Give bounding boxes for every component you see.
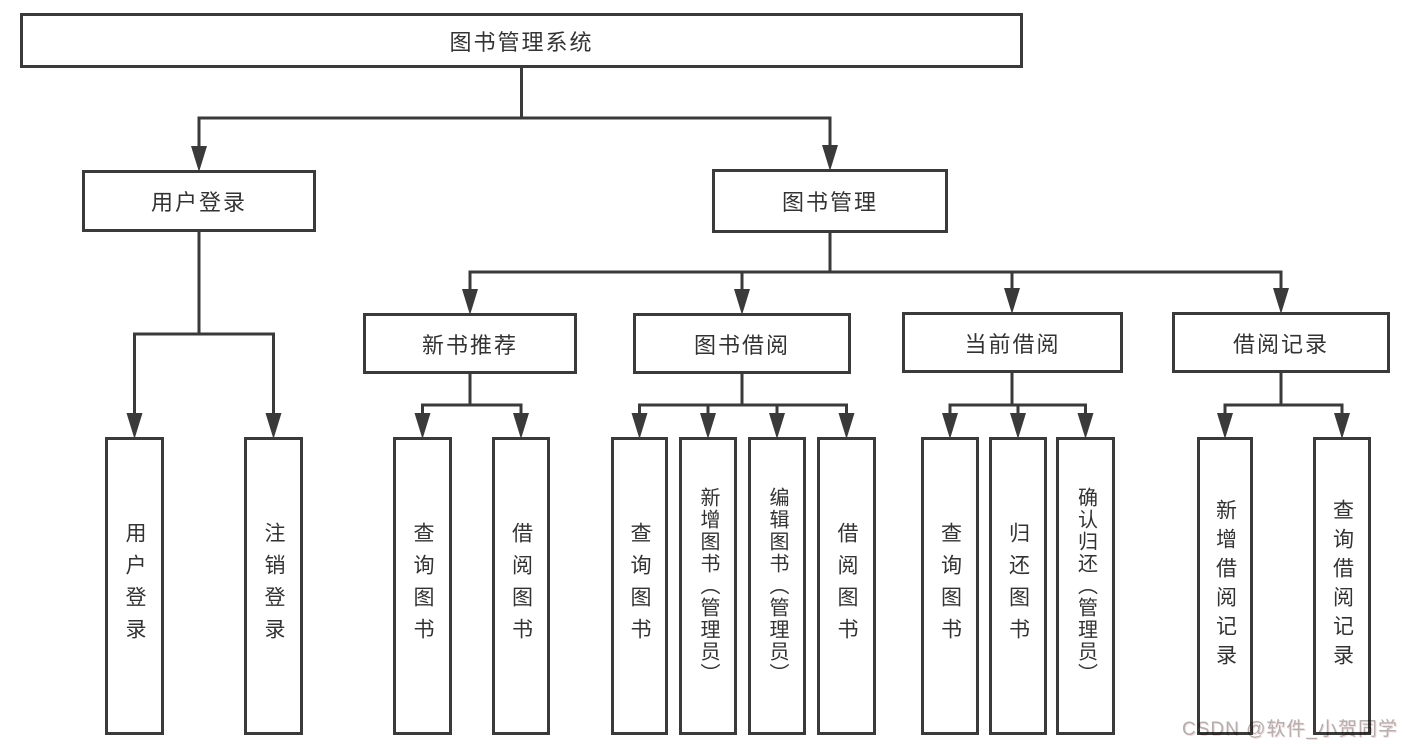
leaf-query-borrow-record: 查询借阅记录	[1313, 437, 1371, 735]
leaf-confirm-return-admin: 确认归还（管理员）	[1056, 437, 1115, 735]
leaf-query-book-3: 查询图书	[921, 437, 979, 735]
node-label: 查询借阅记录	[1330, 499, 1354, 673]
node-label: 注销登录	[262, 522, 285, 650]
leaf-query-book-2: 查询图书	[611, 437, 668, 735]
node-label: 新增借阅记录	[1213, 499, 1237, 673]
node-label: 图书管理	[781, 190, 878, 215]
node-user-login: 用户登录	[82, 170, 316, 232]
edge-paths	[133, 68, 1344, 415]
node-label: 编辑图书（管理员）	[766, 487, 788, 685]
node-label: 借阅图书	[509, 522, 533, 650]
node-borrow-record: 借阅记录	[1172, 312, 1390, 373]
node-label: 用户登录	[123, 522, 146, 650]
leaf-add-borrow-record: 新增借阅记录	[1197, 437, 1253, 735]
leaf-add-book-admin: 新增图书（管理员）	[679, 437, 737, 735]
node-label: 新书推荐	[421, 332, 518, 358]
csdn-watermark: CSDN @软件_小贺同学	[1182, 719, 1398, 740]
leaf-query-book-1: 查询图书	[393, 437, 452, 735]
node-label: 查询图书	[628, 522, 651, 650]
node-book-borrow: 图书借阅	[633, 313, 851, 374]
arrowheads	[126, 145, 1350, 439]
leaf-borrow-book-1: 借阅图书	[492, 437, 550, 735]
node-label: 图书管理系统	[449, 29, 594, 55]
leaf-logout: 注销登录	[244, 437, 303, 735]
node-label: 用户登录	[150, 190, 247, 215]
node-label: 确认归还（管理员）	[1074, 487, 1097, 685]
node-label: 查询图书	[411, 522, 434, 650]
node-label: 借阅记录	[1232, 331, 1329, 357]
node-book-management: 图书管理	[712, 169, 948, 233]
leaf-edit-book-admin: 编辑图书（管理员）	[748, 437, 806, 735]
leaf-user-login: 用户登录	[105, 437, 164, 735]
node-label: 查询图书	[938, 522, 962, 650]
node-label: 图书借阅	[693, 332, 790, 358]
node-label: 新增图书（管理员）	[697, 487, 719, 685]
node-library-management-system: 图书管理系统	[20, 13, 1023, 68]
node-label: 归还图书	[1006, 522, 1030, 650]
node-current-borrow: 当前借阅	[902, 312, 1123, 373]
node-label: 当前借阅	[964, 331, 1061, 357]
leaf-return-book: 归还图书	[989, 437, 1047, 735]
node-label: 借阅图书	[835, 522, 858, 650]
node-new-book-recommend: 新书推荐	[363, 313, 577, 374]
leaf-borrow-book-2: 借阅图书	[817, 437, 876, 735]
